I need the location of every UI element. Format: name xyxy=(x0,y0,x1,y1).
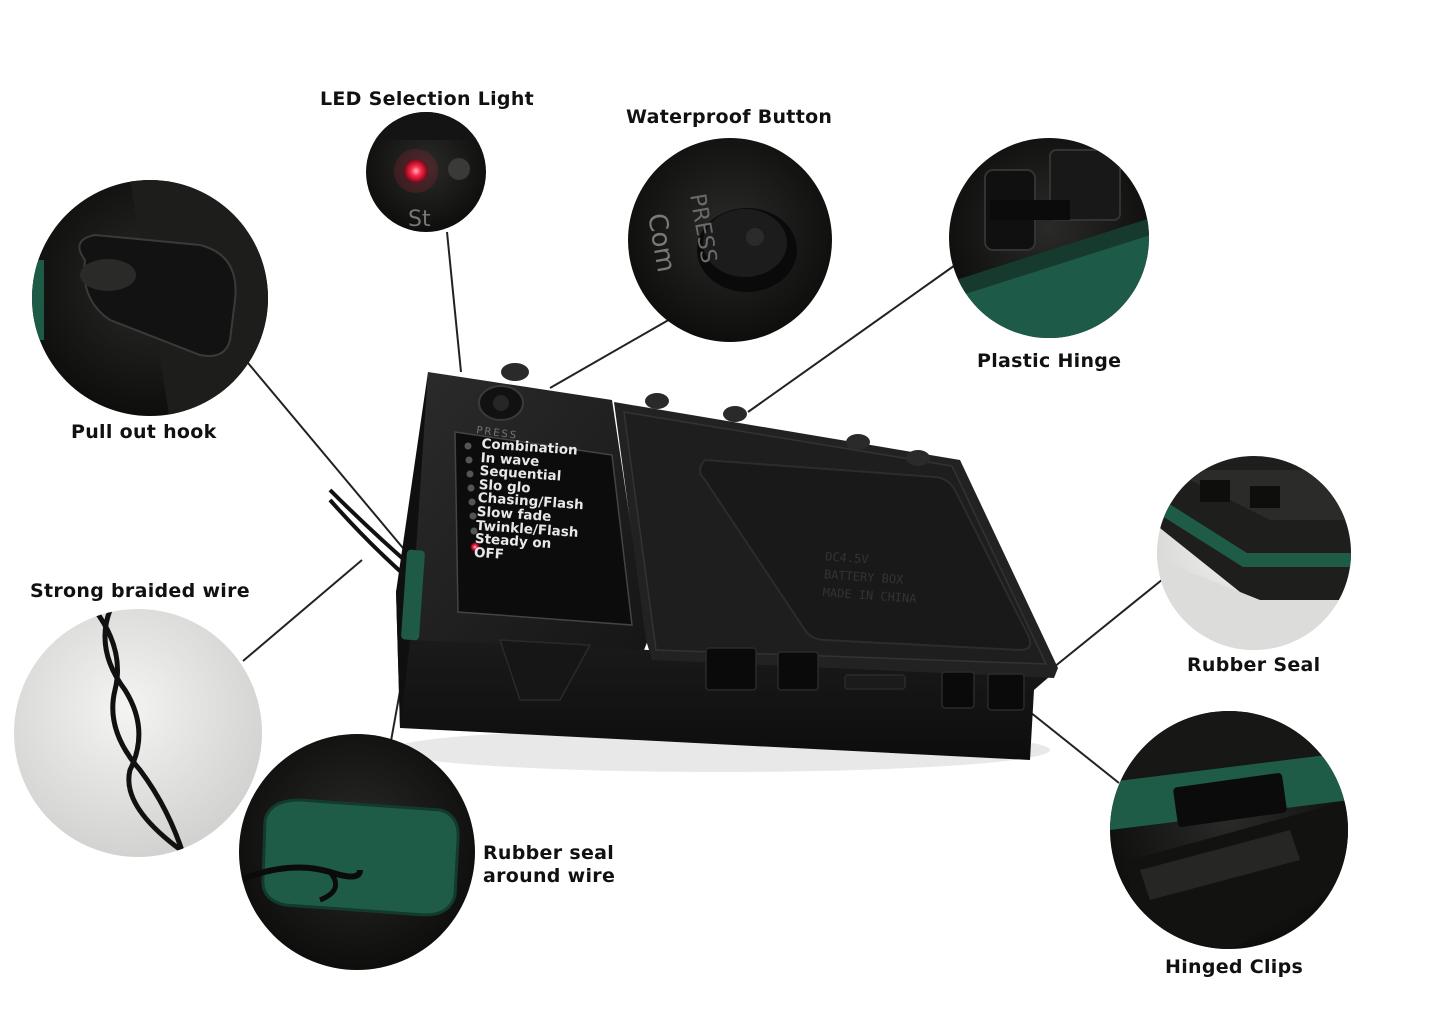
plastic-hinge-callout xyxy=(949,138,1149,338)
plastic-hinge-label: Plastic Hinge xyxy=(977,350,1122,372)
hinged-clips-label: Hinged Clips xyxy=(1165,956,1304,978)
rubber-seal-around-wire-label-line2: around wire xyxy=(483,865,616,887)
pull-out-hook-label: Pull out hook xyxy=(71,421,217,443)
battery-text-3: MADE IN CHINA xyxy=(822,585,917,606)
waterproof-button-callout: Com PRESS xyxy=(628,138,832,342)
svg-text:St: St xyxy=(408,207,431,232)
front-clips xyxy=(498,639,1025,711)
waterproof-button-label: Waterproof Button xyxy=(626,106,833,128)
led-selection-light-callout: St xyxy=(366,112,486,232)
rubber-seal-label: Rubber Seal xyxy=(1187,654,1321,676)
mode-list: Combination In wave Sequential Slo glo C… xyxy=(473,436,587,567)
strong-braided-wire-callout xyxy=(14,609,262,857)
mode-dots xyxy=(464,442,478,535)
device-button xyxy=(478,385,524,421)
active-led xyxy=(470,542,480,552)
rubber-seal-callout xyxy=(1157,456,1351,650)
battery-text-1: DC4.5V xyxy=(825,549,869,566)
wire-seal-on-device xyxy=(328,488,425,641)
battery-text-2: BATTERY BOX xyxy=(824,567,905,587)
strong-braided-wire-label: Strong braided wire xyxy=(30,580,250,602)
led-selection-light-label: LED Selection Light xyxy=(320,88,535,110)
rubber-seal-around-wire-callout xyxy=(239,734,475,970)
top-bumps xyxy=(501,363,930,466)
rubber-seal-around-wire-label-line1: Rubber seal xyxy=(483,842,615,864)
pull-out-hook-callout xyxy=(32,180,268,416)
hinged-clips-callout xyxy=(1110,711,1348,949)
battery-box: DC4.5V BATTERY BOX MADE IN CHINA PRESS xyxy=(328,363,1058,772)
